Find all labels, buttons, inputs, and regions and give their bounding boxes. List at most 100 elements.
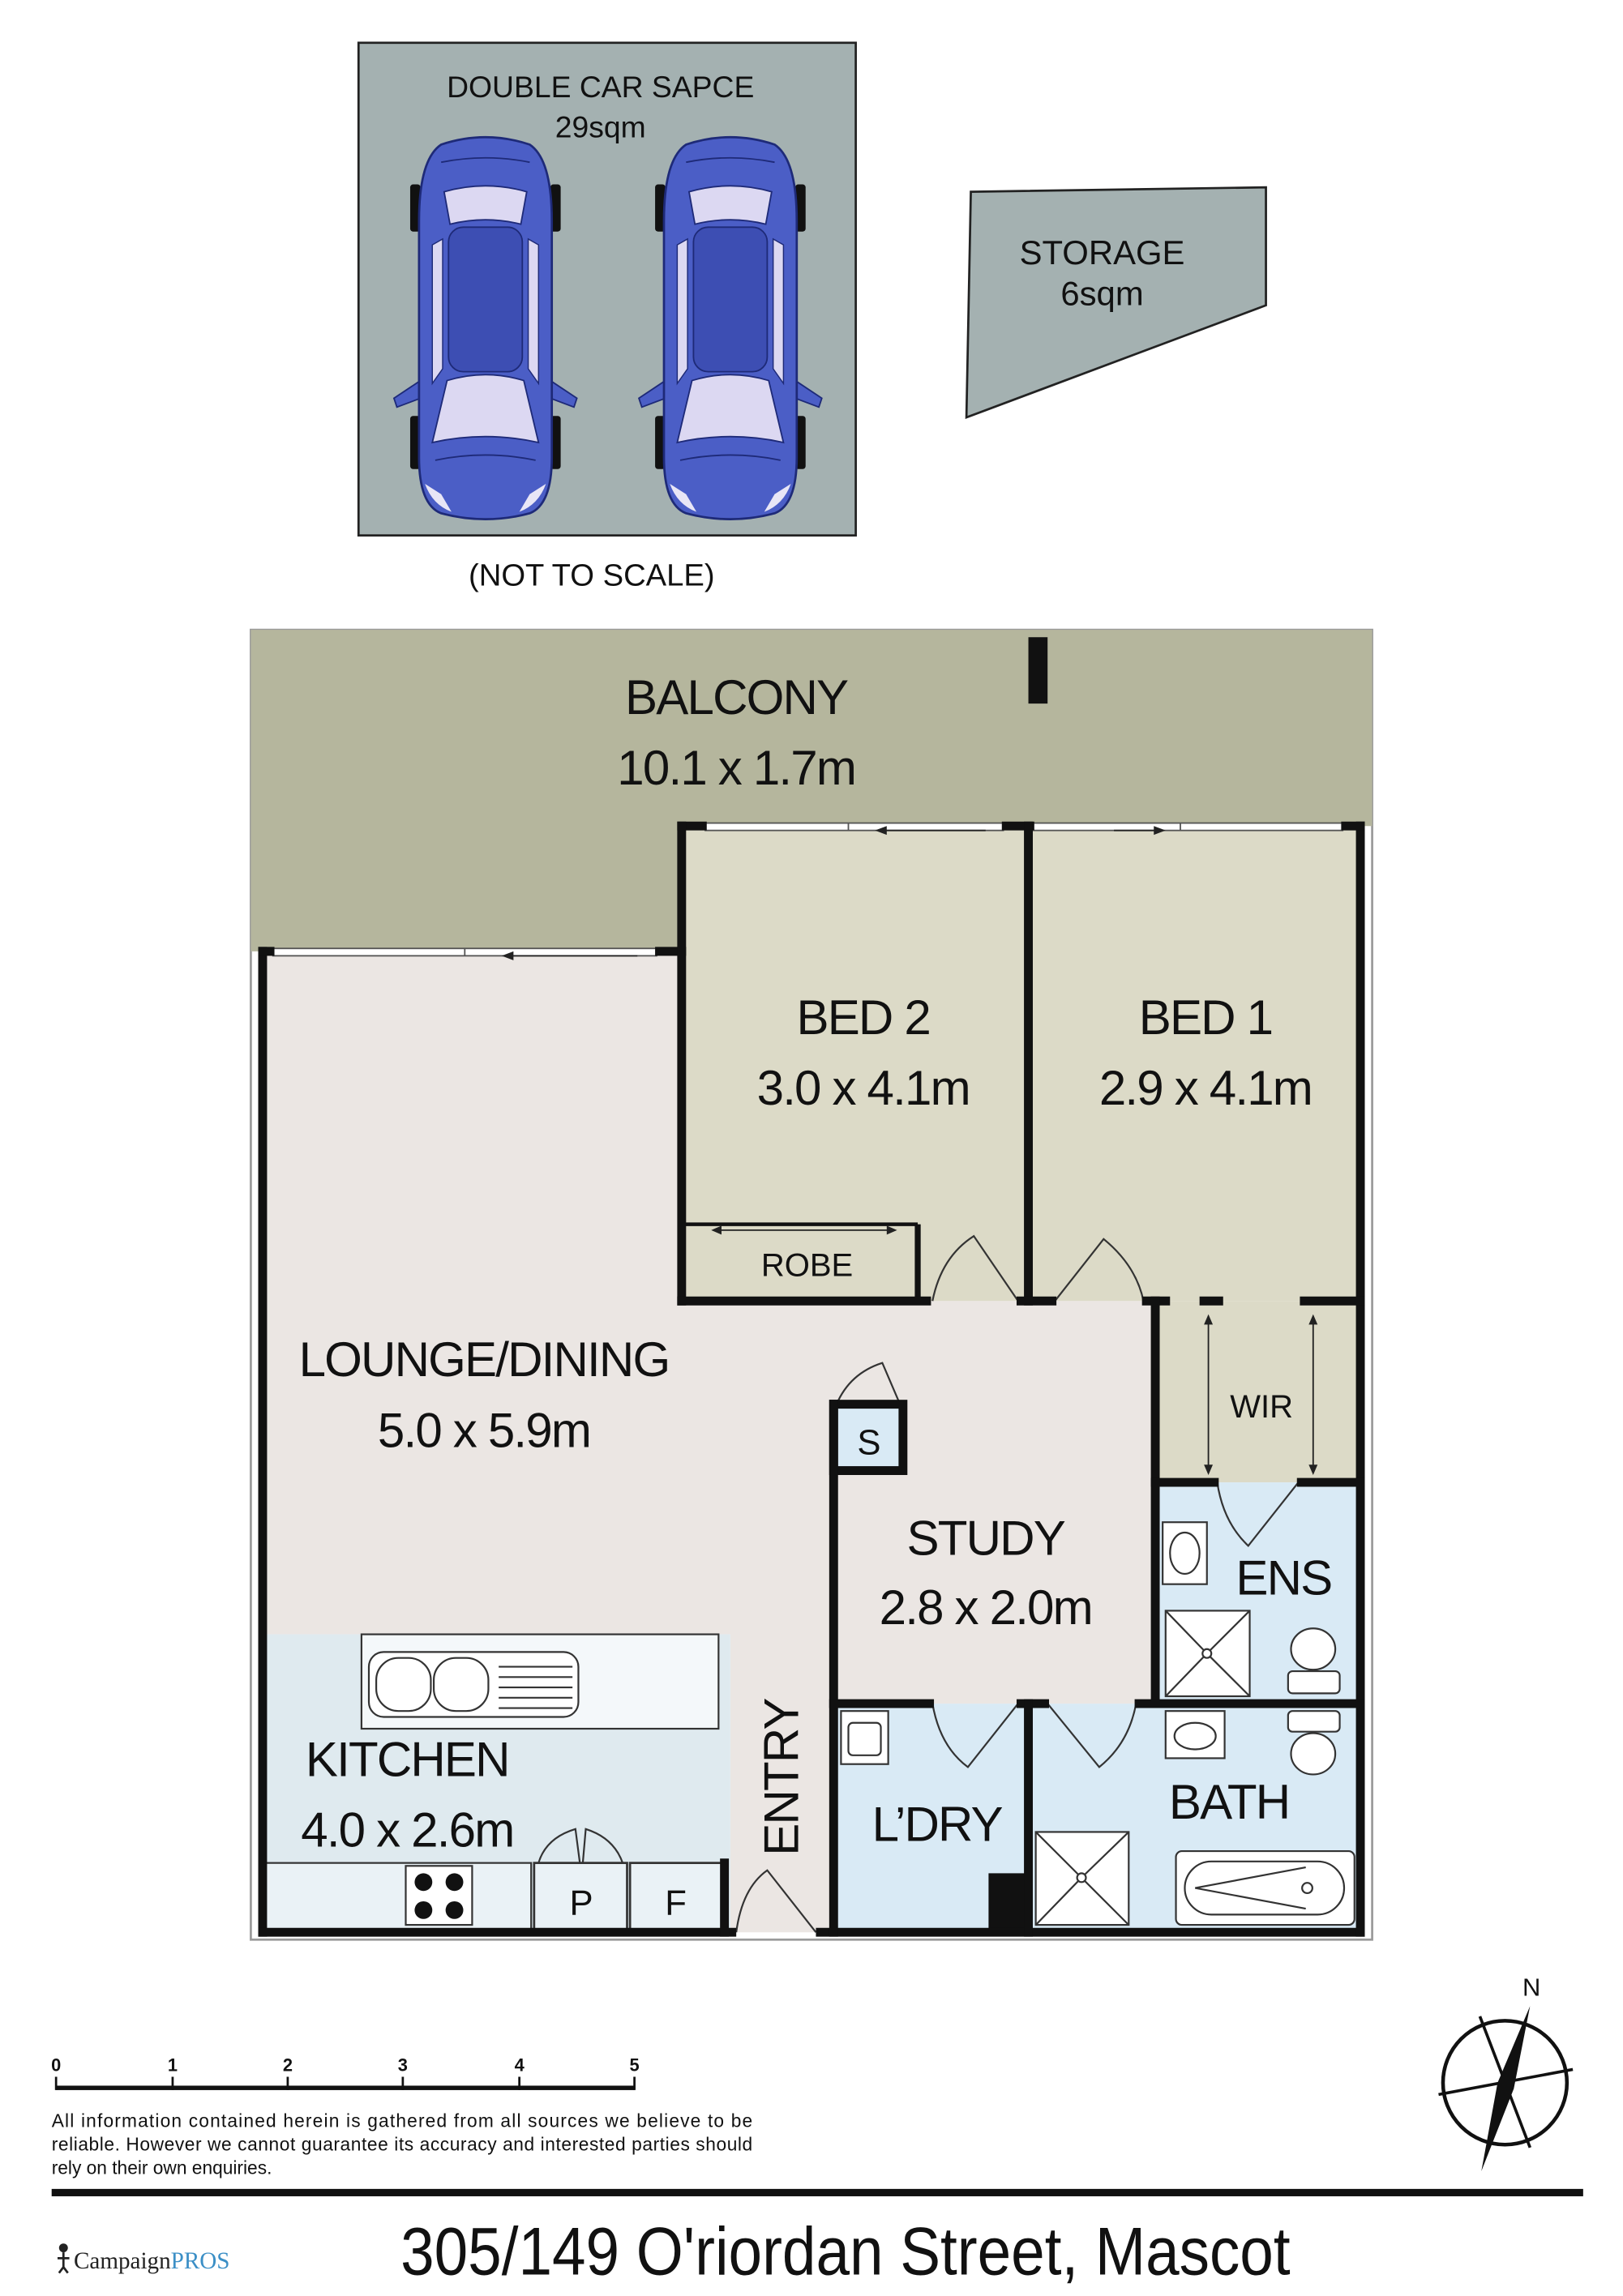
kitchen-size: 4.0 x 2.6m <box>301 1803 513 1858</box>
study-size: 2.8 x 2.0m <box>880 1580 1092 1635</box>
kitchen-name: KITCHEN <box>306 1732 509 1786</box>
slide-arrow-head <box>501 951 514 960</box>
pantry-cupboard <box>533 1862 628 1934</box>
slide-arrow-head <box>1154 826 1166 836</box>
entry-door-swing <box>735 1869 817 1933</box>
storage-area-label: 6sqm <box>1060 275 1143 313</box>
footer-divider <box>51 2188 1583 2196</box>
cooktop <box>405 1865 473 1926</box>
bath-name: BATH <box>1169 1775 1289 1829</box>
sink-drainer <box>499 1665 573 1709</box>
store-cupboard-area <box>833 1404 903 1471</box>
bed2-door-swing <box>931 1234 1019 1302</box>
sink-bowl <box>432 1657 490 1712</box>
scale-tick-label: 0 <box>51 2054 61 2075</box>
ensuite-name: ENS <box>1235 1550 1331 1605</box>
lounge-dining-size: 5.0 x 5.9m <box>378 1403 590 1457</box>
not-to-scale-note: (NOT TO SCALE) <box>469 558 715 593</box>
wir-name: WIR <box>1230 1389 1293 1425</box>
ensuite-toilet-cistern <box>1287 1670 1341 1695</box>
brand-name-main: Campaign <box>74 2248 171 2274</box>
scale-tick-label: 1 <box>168 2054 178 2075</box>
storage: STORAGE 6sqm <box>965 186 1267 420</box>
walls <box>258 821 1365 1937</box>
brand-name-suffix: PROS <box>171 2248 230 2274</box>
bed2-sliding-door <box>704 822 1004 832</box>
car-2 <box>637 135 824 521</box>
room-labels: BALCONY 10.1 x 1.7m BED 2 3.0 x 4.1m BED… <box>299 670 1334 1858</box>
cooktop-burner <box>445 1901 464 1919</box>
kitchen-bench <box>261 1862 533 1934</box>
scale-tick-label: 3 <box>398 2054 408 2075</box>
laundry-tub-bowl <box>847 1721 882 1756</box>
brand-logo-icon-figure <box>57 2252 70 2274</box>
north-compass: N <box>1438 1973 1574 2172</box>
sink-bowl <box>375 1657 432 1712</box>
bed2-area <box>681 826 1029 1302</box>
scale-tick-label: 5 <box>630 2054 640 2075</box>
lounge-dining-name: LOUNGE/DINING <box>299 1332 670 1387</box>
compass-needle <box>1481 2006 1531 2172</box>
bed1-area <box>1028 826 1361 1302</box>
property-address: 305/149 O'riordan Street, Mascot <box>400 2213 1290 2289</box>
store-cupboard-label: S <box>857 1423 880 1463</box>
bath-toilet-bowl <box>1290 1732 1337 1776</box>
storage-area <box>965 186 1267 420</box>
doors <box>735 1234 1300 1933</box>
cooktop-burner <box>414 1901 433 1919</box>
balcony-column <box>1028 637 1048 704</box>
balcony-name: BALCONY <box>625 670 848 725</box>
ensuite-basin-bowl <box>1169 1531 1201 1576</box>
bath-shower-drain <box>1076 1872 1087 1883</box>
scale-bar: 0 1 2 3 4 5 <box>51 2054 640 2090</box>
brand-logo: CampaignPROS <box>57 2243 229 2274</box>
fridge-label: F <box>665 1883 687 1922</box>
ensuite-toilet-bowl <box>1290 1627 1337 1671</box>
compass-north-label: N <box>1522 1973 1540 2001</box>
scale-tick-label: 4 <box>515 2054 525 2075</box>
ensuite-door-swing <box>1216 1481 1300 1547</box>
wir-area <box>1156 1301 1361 1483</box>
disclaimer-line: All information contained herein is gath… <box>52 2110 752 2131</box>
lounge-dining-area <box>262 951 1154 1933</box>
car-space-area-label: 29sqm <box>555 109 646 143</box>
bed1-door-swing <box>1054 1238 1145 1302</box>
disclaimer-line: rely on their own enquiries. <box>52 2157 272 2178</box>
store-door-swing <box>835 1362 901 1405</box>
bed1-name: BED 1 <box>1139 990 1272 1045</box>
scale-bar-line <box>56 2085 635 2090</box>
car-space: DOUBLE CAR SAPCE 29sqm <box>357 41 857 537</box>
bath-door-swing <box>1047 1703 1137 1768</box>
pantry-door-swing <box>537 1828 624 1864</box>
disclaimer: All information contained herein is gath… <box>52 2110 752 2178</box>
balcony-size: 10.1 x 1.7m <box>617 741 855 795</box>
bed1-sliding-door <box>1032 822 1344 832</box>
ensuite-shower-drain <box>1201 1648 1213 1659</box>
laundry-column <box>988 1873 1029 1933</box>
bathtub-drain <box>1301 1882 1313 1895</box>
fixtures: P F S <box>261 1222 1355 1934</box>
cooktop-burner <box>414 1873 433 1892</box>
laundry-door-swing <box>931 1703 1019 1768</box>
bathtub-basin <box>1184 1860 1346 1916</box>
brand-logo-icon <box>58 2243 68 2253</box>
cooktop-burner <box>445 1873 464 1892</box>
bed1-size: 2.9 x 4.1m <box>1099 1061 1312 1115</box>
brand-name: CampaignPROS <box>74 2248 229 2274</box>
bath-basin-bowl <box>1173 1721 1217 1751</box>
pantry-label: P <box>570 1883 593 1922</box>
bed2-name: BED 2 <box>796 990 929 1045</box>
scale-bar-ticks <box>54 2076 636 2090</box>
compass-ring <box>1441 2019 1569 2147</box>
laundry-name: L’DRY <box>872 1797 1003 1851</box>
scale-tick-label: 2 <box>283 2054 293 2075</box>
car-space-title: DOUBLE CAR SAPCE <box>447 70 754 104</box>
bathtub-fall <box>1194 1866 1306 1910</box>
entry-name: ENTRY <box>755 1699 809 1856</box>
slide-arrow-head <box>875 826 887 836</box>
bath-toilet-cistern <box>1287 1710 1341 1733</box>
bed2-size: 3.0 x 4.1m <box>757 1061 970 1115</box>
disclaimer-line: reliable. However we cannot guarantee it… <box>52 2134 752 2155</box>
robe-name: ROBE <box>761 1247 853 1283</box>
